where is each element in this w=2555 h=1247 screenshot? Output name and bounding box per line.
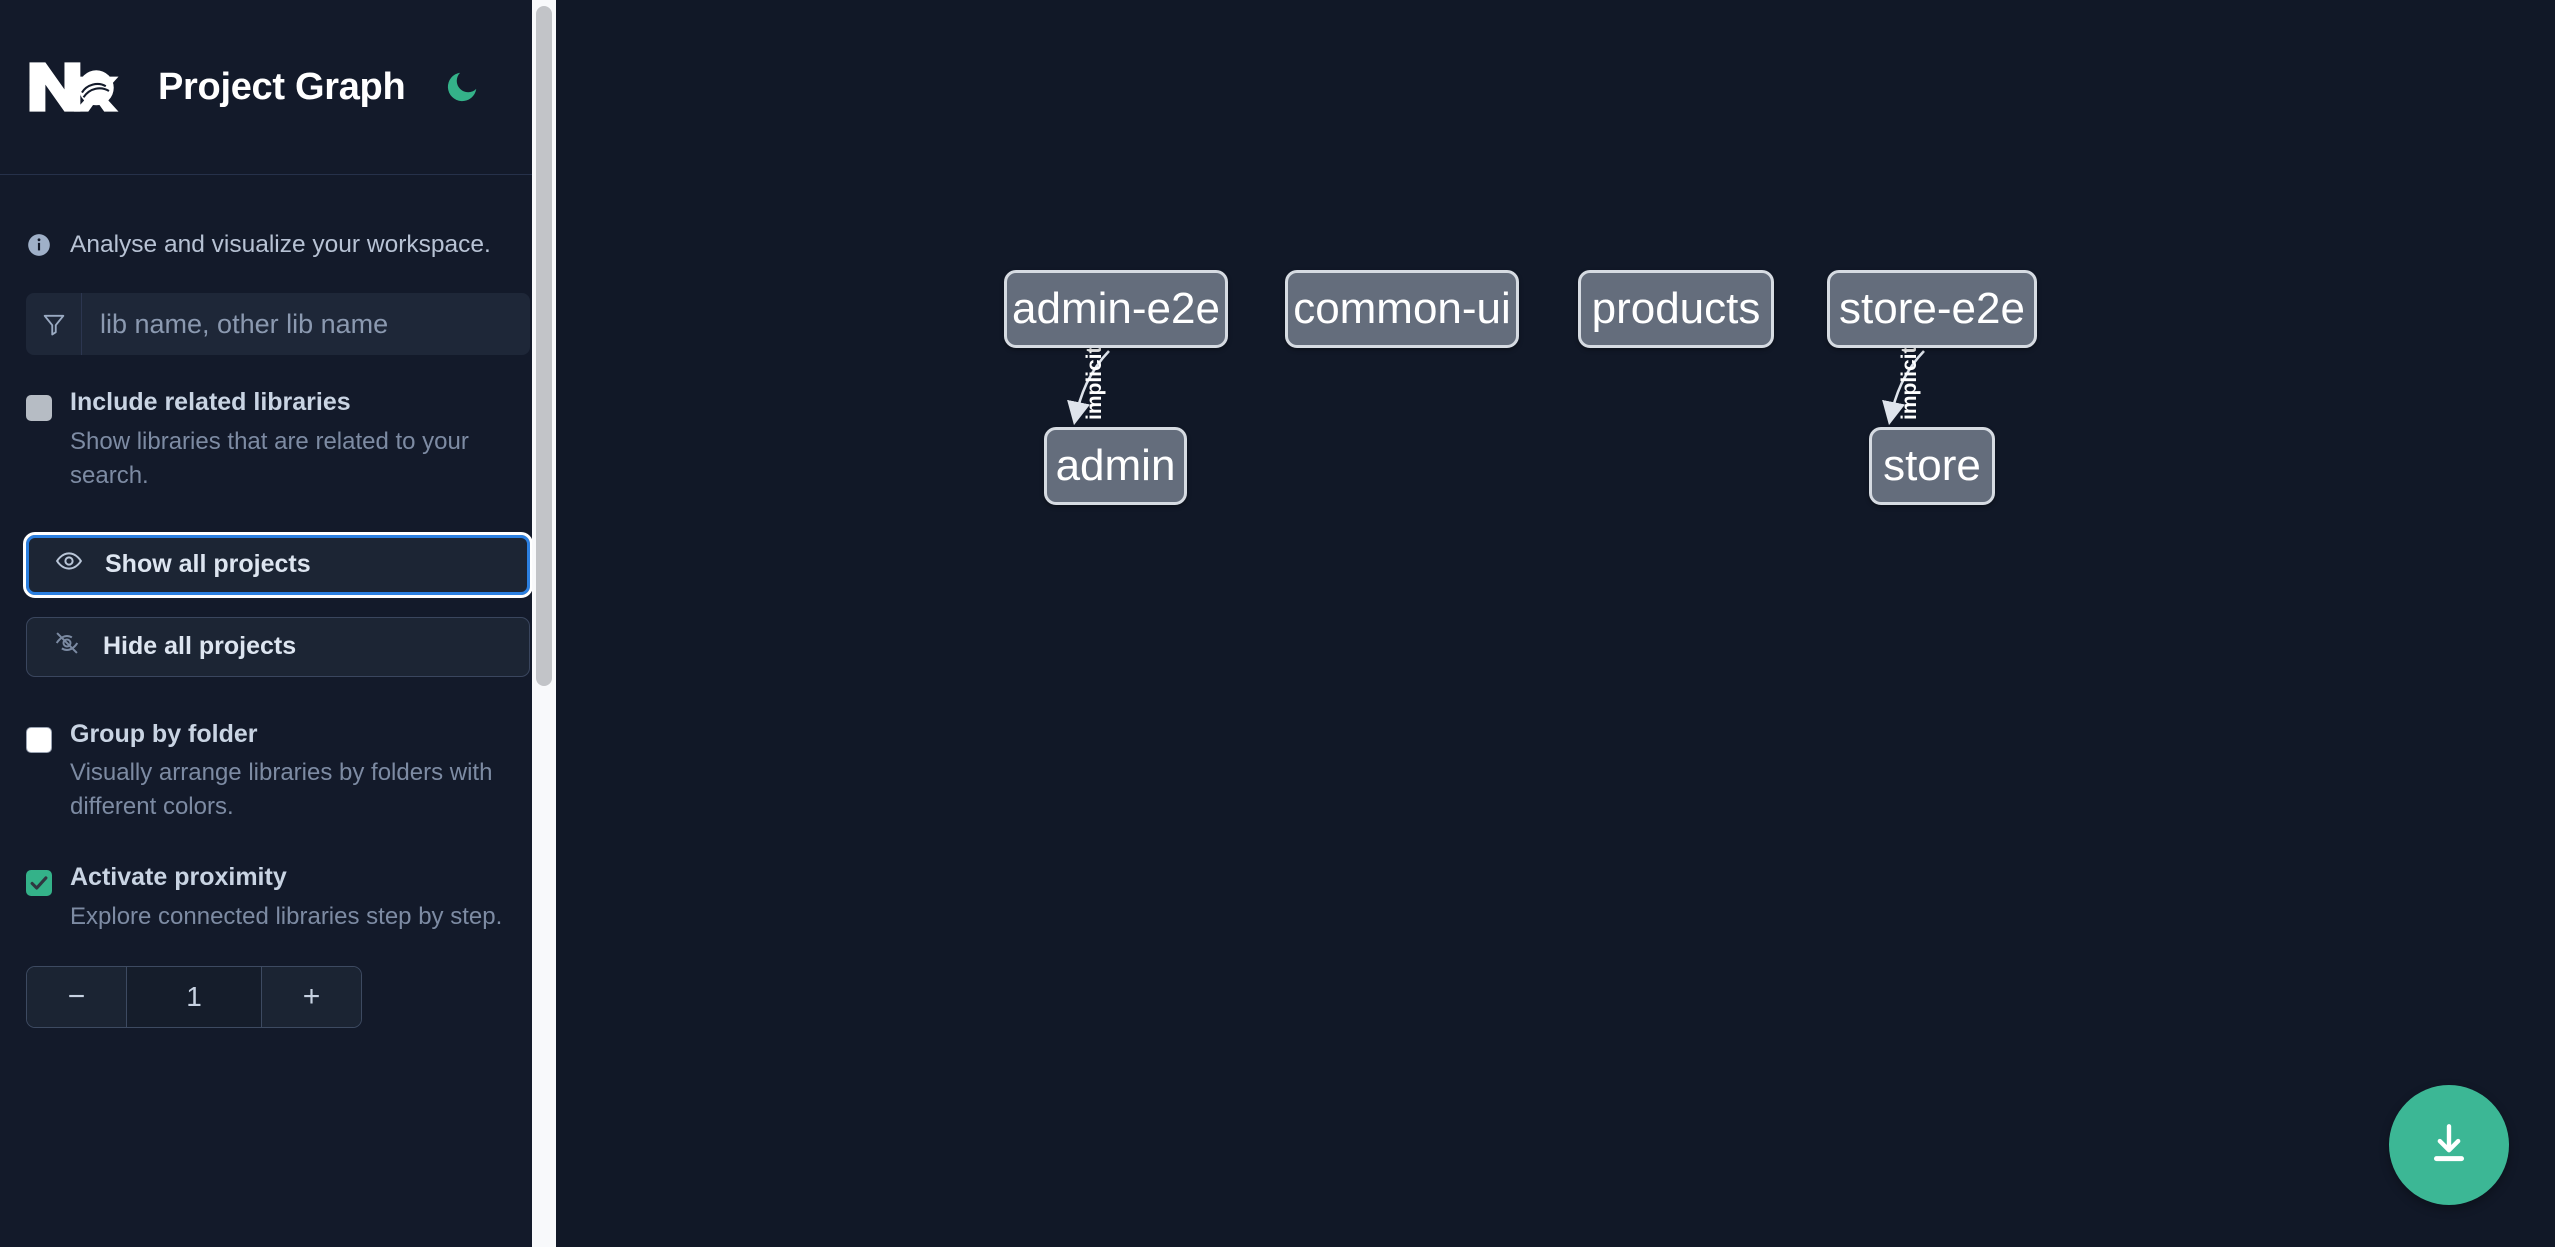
option-description: Visually arrange libraries by folders wi… xyxy=(70,759,493,821)
graph-node-store[interactable]: store xyxy=(1869,427,1995,505)
graph-node-admin[interactable]: admin xyxy=(1044,427,1187,505)
page-title: Project Graph xyxy=(158,65,406,108)
graph-canvas[interactable]: implicit implicit admin-e2e common-ui pr… xyxy=(556,0,2555,1247)
search-box[interactable] xyxy=(26,293,530,355)
info-icon xyxy=(26,232,52,258)
hide-all-projects-label: Hide all projects xyxy=(103,632,297,661)
option-title: Group by folder xyxy=(70,719,258,748)
option-group-by-folder[interactable]: Group by folder Visually arrange librari… xyxy=(0,719,556,825)
proximity-decrement-button[interactable]: − xyxy=(27,966,127,1027)
show-all-projects-label: Show all projects xyxy=(105,550,311,579)
option-activate-proximity[interactable]: Activate proximity Explore connected lib… xyxy=(0,864,556,934)
sidebar-scrollbar-thumb[interactable] xyxy=(536,6,552,686)
graph-node-store-e2e[interactable]: store-e2e xyxy=(1827,270,2037,348)
search-container xyxy=(0,293,556,355)
option-description: Show libraries that are related to your … xyxy=(70,427,469,489)
option-include-related-libraries[interactable]: Include related libraries Show libraries… xyxy=(0,388,556,493)
graph-node-common-ui[interactable]: common-ui xyxy=(1285,270,1519,348)
moon-icon[interactable] xyxy=(439,64,485,110)
sidebar-header: Project Graph xyxy=(0,0,556,175)
sidebar: Project Graph Analyse and visualize yo xyxy=(0,0,556,1247)
proximity-stepper: − 1 + xyxy=(0,965,556,1028)
filter-funnel-icon xyxy=(26,293,82,355)
proximity-increment-button[interactable]: + xyxy=(261,966,361,1027)
option-title: Include related libraries xyxy=(70,388,351,416)
edge-label-store: implicit xyxy=(1898,346,1921,420)
eye-off-icon xyxy=(53,629,81,664)
eye-icon xyxy=(55,547,83,582)
nx-logo-icon xyxy=(26,56,122,118)
download-image-button[interactable] xyxy=(2389,1085,2509,1205)
graph-node-products[interactable]: products xyxy=(1578,270,1774,348)
activate-proximity-checkbox[interactable] xyxy=(26,870,52,897)
graph-node-admin-e2e[interactable]: admin-e2e xyxy=(1004,270,1228,348)
hide-all-projects-button[interactable]: Hide all projects xyxy=(26,616,530,677)
option-title: Activate proximity xyxy=(70,863,287,892)
download-icon xyxy=(2424,1119,2474,1172)
group-by-folder-checkbox[interactable] xyxy=(26,726,52,753)
edge-label-admin: implicit xyxy=(1083,346,1106,420)
graph-edges xyxy=(1067,350,1925,426)
show-all-projects-button[interactable]: Show all projects xyxy=(23,531,533,598)
include-related-libraries-checkbox[interactable] xyxy=(26,395,52,421)
proximity-value: 1 xyxy=(127,966,261,1027)
sidebar-scrollbar[interactable] xyxy=(532,0,556,1247)
search-input[interactable] xyxy=(82,293,530,355)
option-description: Explore connected libraries step by step… xyxy=(70,902,503,930)
workspace-tagline: Analyse and visualize your workspace. xyxy=(0,175,556,281)
tagline-text: Analyse and visualize your workspace. xyxy=(70,231,491,258)
